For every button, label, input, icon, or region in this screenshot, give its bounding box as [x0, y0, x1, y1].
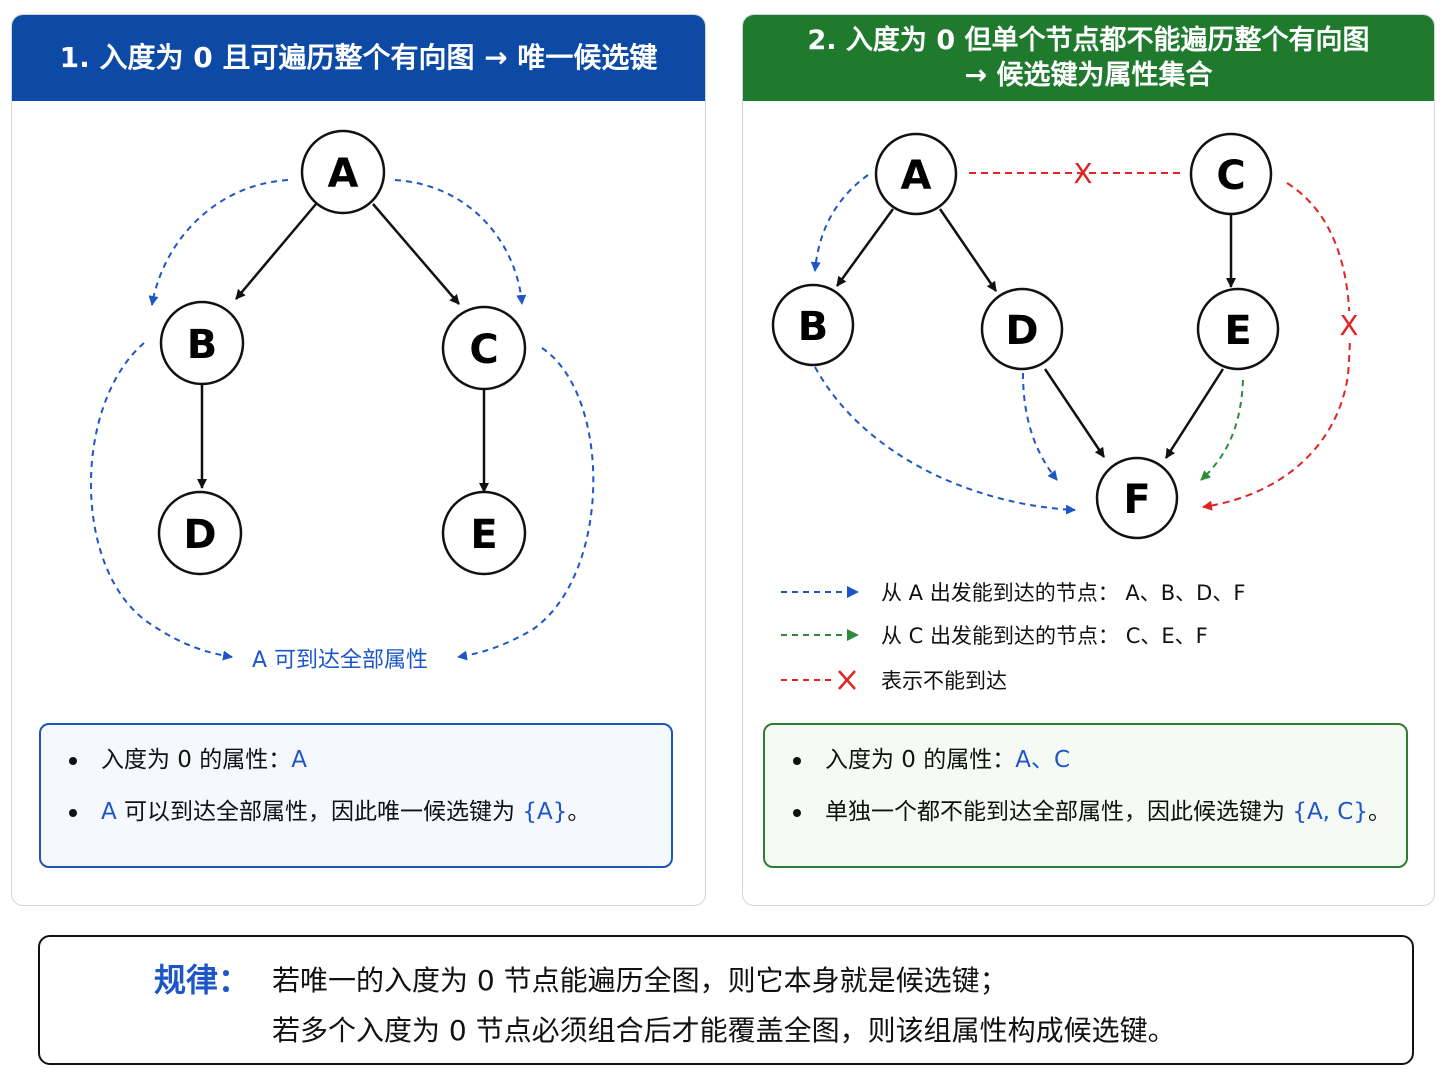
node-c-label: C	[469, 327, 498, 373]
edge-a-c	[372, 203, 460, 305]
edge-a-b	[835, 208, 895, 287]
panel2-graph: X X A C B D E F	[771, 132, 1363, 540]
bullet-dot	[793, 809, 801, 817]
bullet-text: 入度为 0 的属性：	[101, 747, 292, 773]
node-b-label: B	[187, 322, 218, 368]
node-e-label: E	[470, 512, 497, 558]
node-a-label: A	[901, 153, 932, 199]
unreachable-c-to-f	[1202, 182, 1351, 511]
edge-d-f	[1043, 368, 1106, 458]
legend-text: 从 A 出发能到达的节点： A、B、D、F	[881, 581, 1246, 605]
bullet-text: 可以到达全部属性，因此唯一候选键为	[116, 799, 523, 825]
legend-text: 从 C 出发能到达的节点： C、E、F	[881, 624, 1208, 648]
node-d: D	[157, 490, 243, 576]
node-b-label: B	[798, 304, 829, 350]
bullet-text: 入度为 0 的属性：	[825, 747, 1016, 773]
panel-composite-candidate-key: 2. 入度为 0 但单个节点都不能遍历整个有向图 → 候选键为属性集合	[742, 14, 1435, 906]
panel1-bullet-conclusion: A 可以到达全部属性，因此唯一候选键为 {A}。	[69, 799, 645, 825]
legend-text: 表示不能到达	[881, 669, 1007, 693]
cross-mark-a-c: X	[1073, 157, 1092, 190]
panel2-title: 2. 入度为 0 但单个节点都不能遍历整个有向图 → 候选键为属性集合	[743, 15, 1434, 101]
bullet-highlight: A、C	[1015, 747, 1071, 773]
node-a: A	[300, 129, 386, 215]
bullet-highlight: {A}	[522, 799, 568, 825]
reach-path-b-to-f	[814, 366, 1076, 515]
rule-title: 规律：	[154, 961, 251, 999]
reach-path-a-to-b	[148, 179, 289, 306]
bullet-text: 单独一个都不能到达全部属性，因此候选键为	[825, 799, 1293, 825]
bullet-dot	[69, 757, 77, 765]
bullet-highlight: A	[291, 747, 307, 773]
reach-label: A 可到达全部属性	[252, 648, 428, 673]
panel2-bullet-conclusion: 单独一个都不能到达全部属性，因此候选键为 {A, C}。	[793, 799, 1391, 825]
panel2-info-box: 入度为 0 的属性：A、C 单独一个都不能到达全部属性，因此候选键为 {A, C…	[763, 723, 1408, 868]
reach-path-right-to-label	[457, 347, 595, 661]
bullet-dot	[793, 757, 801, 765]
panel1-title: 1. 入度为 0 且可遍历整个有向图 → 唯一候选键	[12, 15, 705, 101]
bullet-suffix: 。	[567, 799, 591, 825]
node-d-label: D	[1005, 308, 1038, 354]
reach-path-a-to-b	[810, 174, 869, 272]
legend-unreachable: 表示不能到达	[781, 665, 1007, 695]
cross-mark-bg	[1335, 311, 1363, 341]
node-c-label: C	[1216, 153, 1245, 199]
legend-green-dash-arrow	[781, 629, 859, 641]
bullet-highlight: {A, C}	[1292, 799, 1368, 825]
node-a-label: A	[328, 151, 359, 197]
panel1-graph: A B C D E A 可到达全部属性	[90, 129, 595, 673]
node-b: B	[159, 300, 245, 386]
reach-path-left-to-label	[90, 342, 233, 661]
node-f-label: F	[1123, 477, 1150, 523]
node-a: A	[874, 132, 958, 216]
node-d-label: D	[183, 512, 216, 558]
panel-single-candidate-key: 1. 入度为 0 且可遍历整个有向图 → 唯一候选键 A B	[11, 14, 706, 906]
node-d: D	[980, 287, 1064, 371]
rule-line-1: 若唯一的入度为 0 节点能遍历全图，则它本身就是候选键；	[272, 964, 1008, 997]
node-e-label: E	[1224, 308, 1251, 354]
node-f: F	[1095, 456, 1179, 540]
legend-blue-dash-arrow	[781, 586, 859, 598]
legend-reach-from-c: 从 C 出发能到达的节点： C、E、F	[781, 620, 1208, 650]
node-c: C	[1189, 132, 1273, 216]
edge-a-b	[235, 203, 317, 300]
bullet-dot	[69, 809, 77, 817]
bullet-prefix: A	[101, 799, 117, 825]
rule-summary-box: 规律： 若唯一的入度为 0 节点能遍历全图，则它本身就是候选键； 若多个入度为 …	[38, 935, 1414, 1065]
panel1-info-box: 入度为 0 的属性：A A 可以到达全部属性，因此唯一候选键为 {A}。	[39, 723, 673, 868]
bullet-suffix: 。	[1368, 799, 1391, 825]
panel2-title-line1: 2. 入度为 0 但单个节点都不能遍历整个有向图	[807, 24, 1370, 56]
edge-a-d	[938, 208, 998, 292]
reach-path-d-to-f	[1022, 372, 1058, 481]
node-b: B	[771, 283, 855, 367]
legend-red-dash-cross	[781, 670, 856, 690]
edge-e-f	[1164, 368, 1225, 459]
panel2-bullet-indegree: 入度为 0 的属性：A、C	[793, 747, 1380, 773]
legend-reach-from-a: 从 A 出发能到达的节点： A、B、D、F	[781, 577, 1245, 607]
rule-line-2: 若多个入度为 0 节点必须组合后才能覆盖全图，则该组属性构成候选键。	[272, 1014, 1176, 1047]
node-e: E	[1196, 287, 1280, 371]
node-c: C	[441, 305, 527, 391]
node-e: E	[441, 490, 527, 576]
panel2-title-line2: → 候选键为属性集合	[964, 60, 1213, 91]
panel1-bullet-indegree: 入度为 0 的属性：A	[69, 747, 645, 773]
reach-path-a-to-c	[394, 179, 527, 305]
reach-path-e-to-f	[1200, 379, 1244, 481]
cross-mark-c-f: X	[1339, 309, 1358, 342]
